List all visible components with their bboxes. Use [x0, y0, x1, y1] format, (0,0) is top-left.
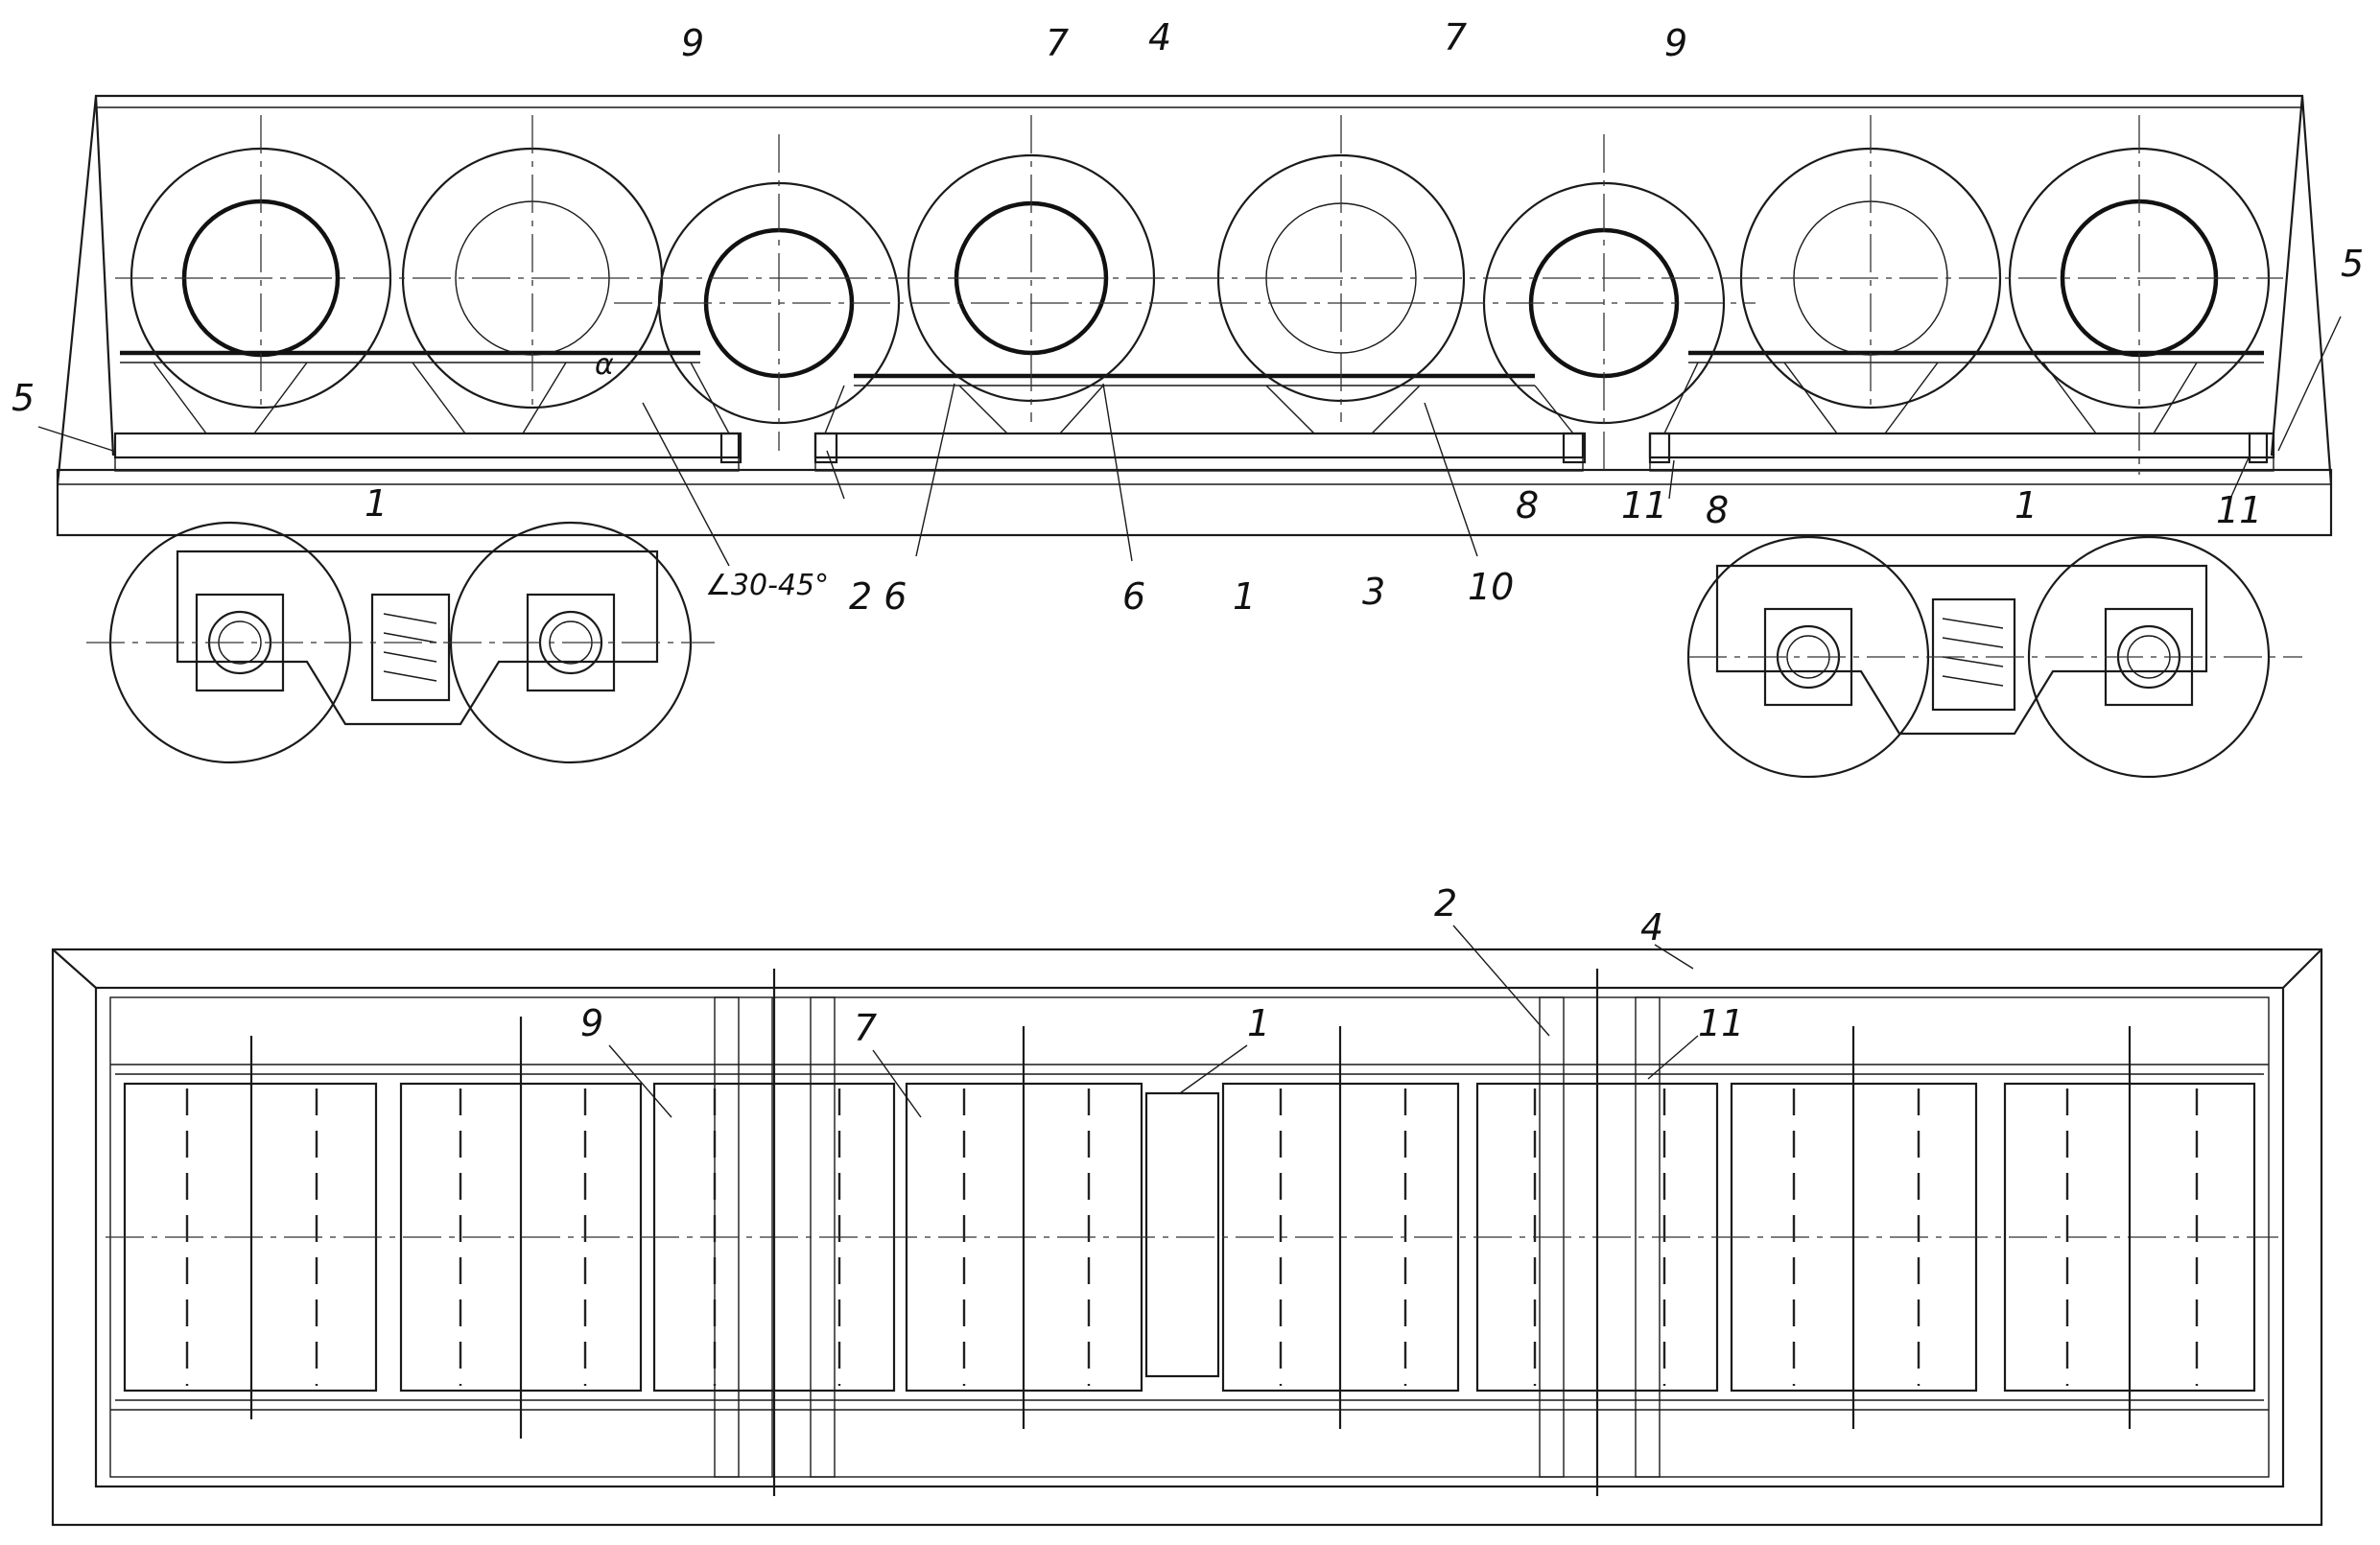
callout-6: 6	[1122, 575, 1145, 618]
callout-1: 1	[2015, 484, 2038, 527]
main-frame	[58, 470, 2331, 535]
callout-2: 2	[1434, 882, 1457, 925]
bogie-right	[1688, 537, 2302, 777]
callout-5: 5	[2341, 243, 2364, 285]
callout-10: 10	[1468, 566, 1514, 608]
callout-3: 3	[1362, 571, 1385, 613]
side-callouts: 9 7 4 7 9 5 5 1 1 1 α ∠30-45° 2 6 6 3 10…	[12, 16, 2364, 618]
cradle-left	[115, 353, 739, 471]
callout-7: 7	[854, 1007, 877, 1049]
callout-4: 4	[1640, 906, 1663, 948]
callout-7: 7	[1046, 22, 1069, 64]
callout-2-6: 2 6	[849, 575, 907, 618]
callout-9: 9	[1664, 22, 1687, 64]
callout-1: 1	[365, 482, 388, 525]
callout-8: 8	[1516, 484, 1539, 527]
callout-7: 7	[1444, 16, 1467, 59]
top-view: 2 4 9 7 1 11	[53, 882, 2321, 1525]
callout-alpha: α	[595, 348, 614, 382]
top-callouts: 2 4 9 7 1 11	[580, 882, 1744, 1049]
callout-9: 9	[681, 22, 704, 64]
side-view: 9 7 4 7 9 5 5 1 1 1 α ∠30-45° 2 6 6 3 10…	[12, 16, 2364, 777]
callout-1: 1	[1247, 1002, 1270, 1044]
bogie-left	[86, 523, 715, 762]
callout-5: 5	[12, 377, 35, 419]
car-body	[58, 96, 2331, 484]
callout-8: 8	[1706, 489, 1729, 531]
callout-9: 9	[580, 1002, 603, 1044]
callout-angle: ∠30-45°	[705, 569, 829, 602]
callout-4: 4	[1148, 16, 1171, 59]
callout-11: 11	[2216, 489, 2262, 531]
side-centre-lines	[115, 115, 2283, 475]
cradle-middle	[815, 376, 1583, 471]
coils	[131, 149, 2269, 423]
callout-11: 11	[1621, 484, 1667, 527]
callout-1: 1	[1233, 575, 1256, 618]
callout-11: 11	[1698, 1002, 1744, 1044]
top-centre-lines	[106, 969, 2278, 1496]
